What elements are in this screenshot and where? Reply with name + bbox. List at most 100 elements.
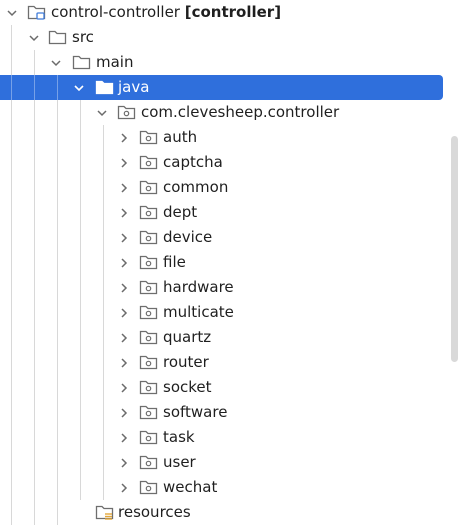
indent-guide bbox=[11, 200, 12, 225]
tree-row-auth[interactable]: auth bbox=[0, 125, 443, 150]
chevron-down-icon[interactable] bbox=[49, 50, 63, 75]
package-icon bbox=[139, 378, 159, 396]
indent-guide bbox=[80, 350, 81, 375]
indent-guide bbox=[103, 375, 104, 400]
indent-guide bbox=[57, 500, 58, 525]
tree-row-resources[interactable]: resources bbox=[0, 500, 443, 525]
chevron-right-icon[interactable] bbox=[117, 400, 131, 425]
indent-guide bbox=[103, 350, 104, 375]
tree-row-quartz[interactable]: quartz bbox=[0, 325, 443, 350]
indent-guide bbox=[11, 250, 12, 275]
tree-row-main[interactable]: main bbox=[0, 50, 443, 75]
tree-label-package-item: common bbox=[163, 178, 229, 196]
indent-guide bbox=[57, 275, 58, 300]
indent-guide bbox=[57, 75, 58, 100]
tree-row-wechat[interactable]: wechat bbox=[0, 475, 443, 500]
indent-guide bbox=[34, 500, 35, 525]
tree-row-common[interactable]: common bbox=[0, 175, 443, 200]
indent-guide bbox=[80, 200, 81, 225]
indent-guide bbox=[11, 175, 12, 200]
indent-guide bbox=[103, 425, 104, 450]
tree-label-package-item: software bbox=[163, 403, 228, 421]
tree-row-socket[interactable]: socket bbox=[0, 375, 443, 400]
indent-guide bbox=[103, 275, 104, 300]
chevron-right-icon[interactable] bbox=[117, 325, 131, 350]
package-icon bbox=[139, 253, 159, 271]
tree-row-dept[interactable]: dept bbox=[0, 200, 443, 225]
package-icon bbox=[139, 328, 159, 346]
indent-guide bbox=[103, 450, 104, 475]
tree-row-file[interactable]: file bbox=[0, 250, 443, 275]
indent-guide bbox=[11, 350, 12, 375]
tree-row-captcha[interactable]: captcha bbox=[0, 150, 443, 175]
chevron-right-icon[interactable] bbox=[117, 175, 131, 200]
indent-guide bbox=[103, 325, 104, 350]
indent-guide bbox=[34, 350, 35, 375]
tree-row-device[interactable]: device bbox=[0, 225, 443, 250]
chevron-right-icon[interactable] bbox=[117, 200, 131, 225]
chevron-down-icon[interactable] bbox=[27, 25, 41, 50]
indent-guide bbox=[11, 500, 12, 525]
indent-guide bbox=[34, 425, 35, 450]
indent-guide bbox=[34, 325, 35, 350]
tree-label-package-item: socket bbox=[163, 378, 212, 396]
tree-row-multicate[interactable]: multicate bbox=[0, 300, 443, 325]
indent-guide bbox=[80, 100, 81, 125]
indent-guide bbox=[34, 125, 35, 150]
indent-guide bbox=[11, 300, 12, 325]
package-icon bbox=[139, 228, 159, 246]
indent-guide bbox=[34, 375, 35, 400]
tree-row-user[interactable]: user bbox=[0, 450, 443, 475]
chevron-right-icon[interactable] bbox=[117, 450, 131, 475]
indent-guide bbox=[57, 325, 58, 350]
indent-guide bbox=[11, 75, 12, 100]
chevron-right-icon[interactable] bbox=[117, 125, 131, 150]
chevron-right-icon[interactable] bbox=[117, 150, 131, 175]
chevron-right-icon[interactable] bbox=[117, 475, 131, 500]
indent-guide bbox=[57, 225, 58, 250]
indent-guide bbox=[80, 425, 81, 450]
tree-row-root[interactable]: control-controller [controller] bbox=[0, 0, 443, 25]
chevron-right-icon[interactable] bbox=[117, 225, 131, 250]
indent-guide bbox=[11, 425, 12, 450]
chevron-right-icon[interactable] bbox=[117, 300, 131, 325]
indent-guide bbox=[34, 100, 35, 125]
chevron-down-icon[interactable] bbox=[95, 100, 109, 125]
chevron-right-icon[interactable] bbox=[117, 425, 131, 450]
package-icon bbox=[139, 153, 159, 171]
chevron-right-icon[interactable] bbox=[117, 375, 131, 400]
tree-row-software[interactable]: software bbox=[0, 400, 443, 425]
chevron-down-icon[interactable] bbox=[5, 0, 19, 25]
indent-guide bbox=[11, 100, 12, 125]
tree-label-package-item: file bbox=[163, 253, 186, 271]
indent-guide bbox=[34, 175, 35, 200]
chevron-right-icon[interactable] bbox=[117, 275, 131, 300]
tree-row-hardware[interactable]: hardware bbox=[0, 275, 443, 300]
indent-guide bbox=[57, 475, 58, 500]
indent-guide bbox=[34, 475, 35, 500]
indent-guide bbox=[103, 200, 104, 225]
tree-row-package[interactable]: com.clevesheep.controller bbox=[0, 100, 443, 125]
root-module-name: control-controller bbox=[51, 3, 180, 21]
indent-guide bbox=[80, 175, 81, 200]
tree-row-java[interactable]: java bbox=[0, 75, 443, 100]
indent-guide bbox=[80, 475, 81, 500]
tree-row-src[interactable]: src bbox=[0, 25, 443, 50]
tree-label-main: main bbox=[96, 53, 134, 71]
chevron-right-icon[interactable] bbox=[117, 350, 131, 375]
module-folder-icon bbox=[27, 3, 47, 21]
tree-row-task[interactable]: task bbox=[0, 425, 443, 450]
indent-guide bbox=[57, 100, 58, 125]
indent-guide bbox=[11, 25, 12, 50]
scrollbar-thumb[interactable] bbox=[451, 136, 458, 362]
chevron-down-icon[interactable] bbox=[72, 75, 86, 100]
tree-row-router[interactable]: router bbox=[0, 350, 443, 375]
indent-guide bbox=[103, 125, 104, 150]
chevron-right-icon[interactable] bbox=[117, 250, 131, 275]
indent-guide bbox=[57, 125, 58, 150]
indent-guide bbox=[34, 400, 35, 425]
vertical-scrollbar[interactable] bbox=[449, 0, 461, 524]
indent-guide bbox=[34, 250, 35, 275]
indent-guide bbox=[57, 300, 58, 325]
